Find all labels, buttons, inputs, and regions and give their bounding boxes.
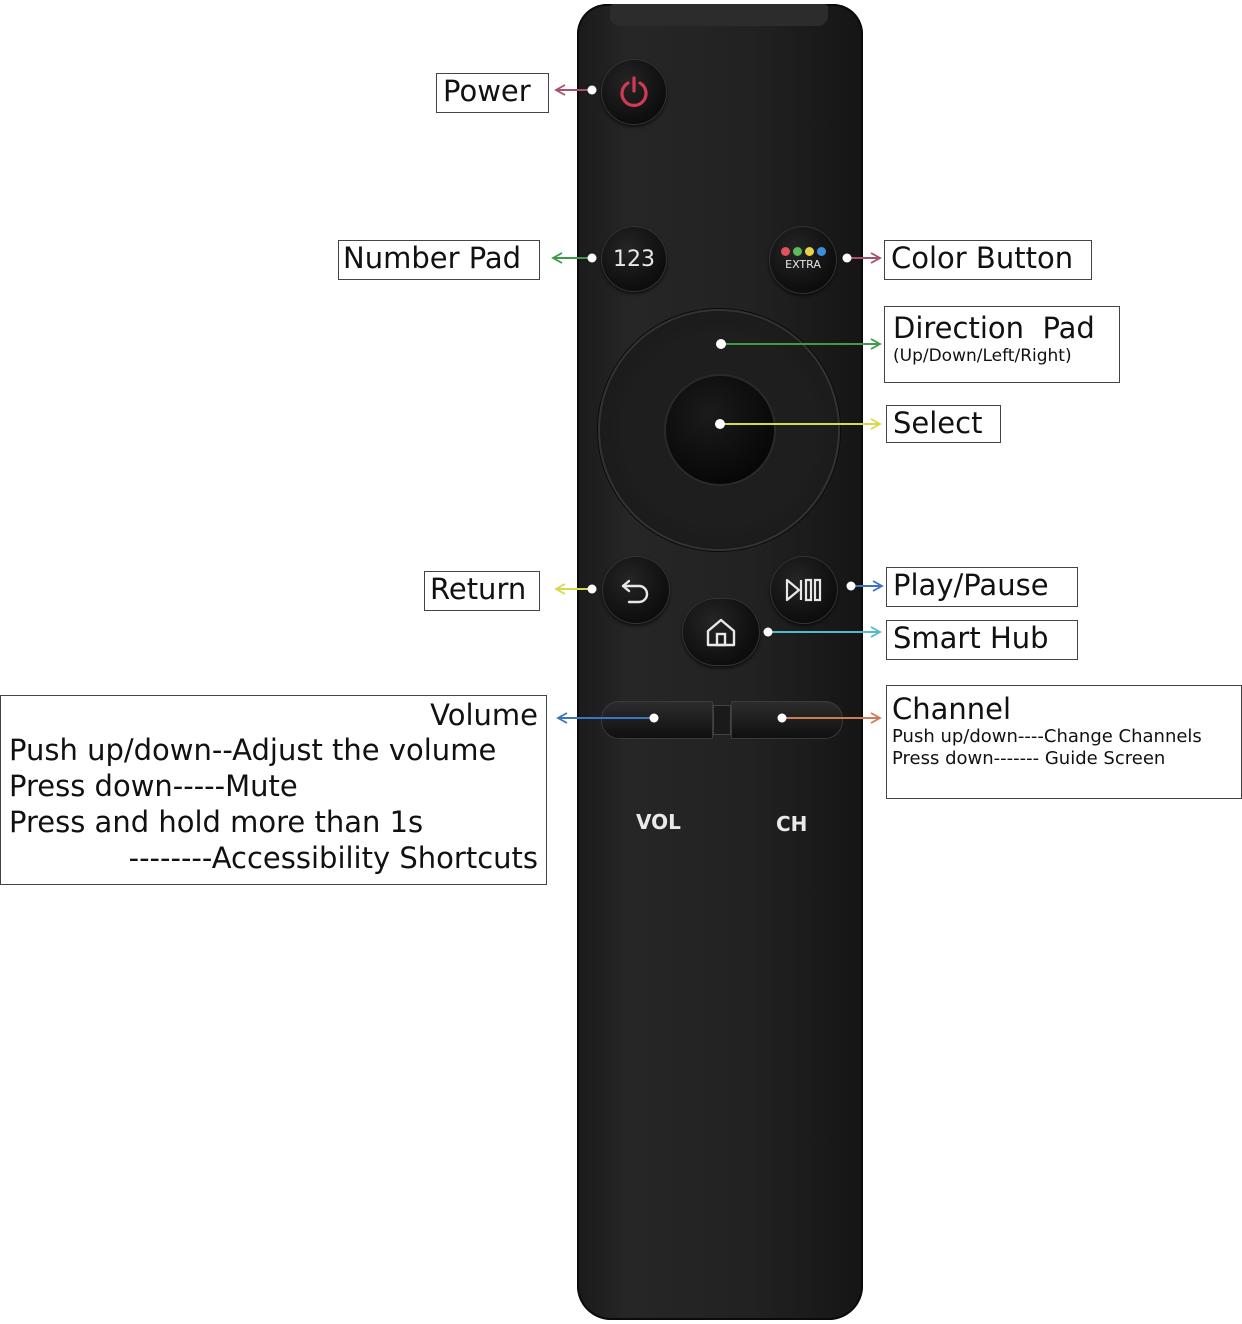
callout-direction-pad-title: Direction Pad [893, 311, 1095, 345]
callout-return-text: Return [430, 572, 527, 606]
callout-color-button-text: Color Button [891, 241, 1074, 275]
callout-return: Return [424, 571, 540, 611]
callout-channel-line2: Press down------- Guide Screen [892, 748, 1166, 769]
color-dots-icon [780, 247, 826, 256]
home-icon [706, 618, 736, 647]
play-pause-icon [785, 578, 822, 602]
callout-color-button: Color Button [884, 240, 1092, 280]
callout-play-pause: Play/Pause [886, 567, 1078, 607]
callout-volume-line3: Press and hold more than 1s [9, 805, 424, 839]
color-extra-button[interactable]: EXTRA [769, 226, 837, 294]
number-pad-button-label: 123 [613, 246, 655, 272]
number-pad-button[interactable]: 123 [601, 226, 667, 292]
return-button[interactable] [602, 556, 670, 624]
power-button[interactable] [601, 59, 667, 125]
callout-select-text: Select [893, 406, 983, 440]
callout-volume-line4: --------Accessibility Shortcuts [128, 841, 538, 875]
play-pause-button[interactable] [770, 556, 838, 624]
extra-button-label: EXTRA [785, 258, 821, 271]
smart-hub-button[interactable] [682, 598, 760, 666]
callout-volume-title: Volume [430, 698, 538, 732]
callout-select: Select [886, 405, 1001, 443]
callout-power-text: Power [443, 74, 531, 108]
callout-volume-line1: Push up/down--Adjust the volume [9, 733, 497, 767]
callout-number-pad-text: Number Pad [343, 241, 522, 275]
power-icon [620, 76, 648, 107]
volume-rocker[interactable] [601, 701, 713, 739]
callout-power: Power [436, 73, 549, 113]
callout-channel-line1: Push up/down----Change Channels [892, 726, 1202, 747]
callout-direction-pad: Direction Pad (Up/Down/Left/Right) [884, 306, 1120, 383]
rocker-divider [713, 705, 731, 735]
remote-battery-cap [610, 4, 828, 26]
select-button[interactable] [666, 376, 774, 484]
callout-channel-title: Channel [892, 692, 1012, 726]
callout-volume-line2: Press down-----Mute [9, 769, 298, 803]
callout-play-pause-text: Play/Pause [893, 568, 1049, 602]
channel-rocker[interactable] [731, 701, 843, 739]
callout-direction-pad-sub: (Up/Down/Left/Right) [893, 346, 1072, 366]
return-icon [621, 579, 649, 604]
ch-label: CH [776, 812, 808, 836]
vol-label: VOL [636, 810, 681, 834]
callout-channel: Channel Push up/down----Change Channels … [886, 685, 1242, 799]
callout-smart-hub: Smart Hub [886, 620, 1078, 660]
callout-volume: Volume Push up/down--Adjust the volume P… [0, 695, 547, 885]
callout-smart-hub-text: Smart Hub [893, 621, 1049, 655]
callout-number-pad: Number Pad [338, 240, 540, 280]
